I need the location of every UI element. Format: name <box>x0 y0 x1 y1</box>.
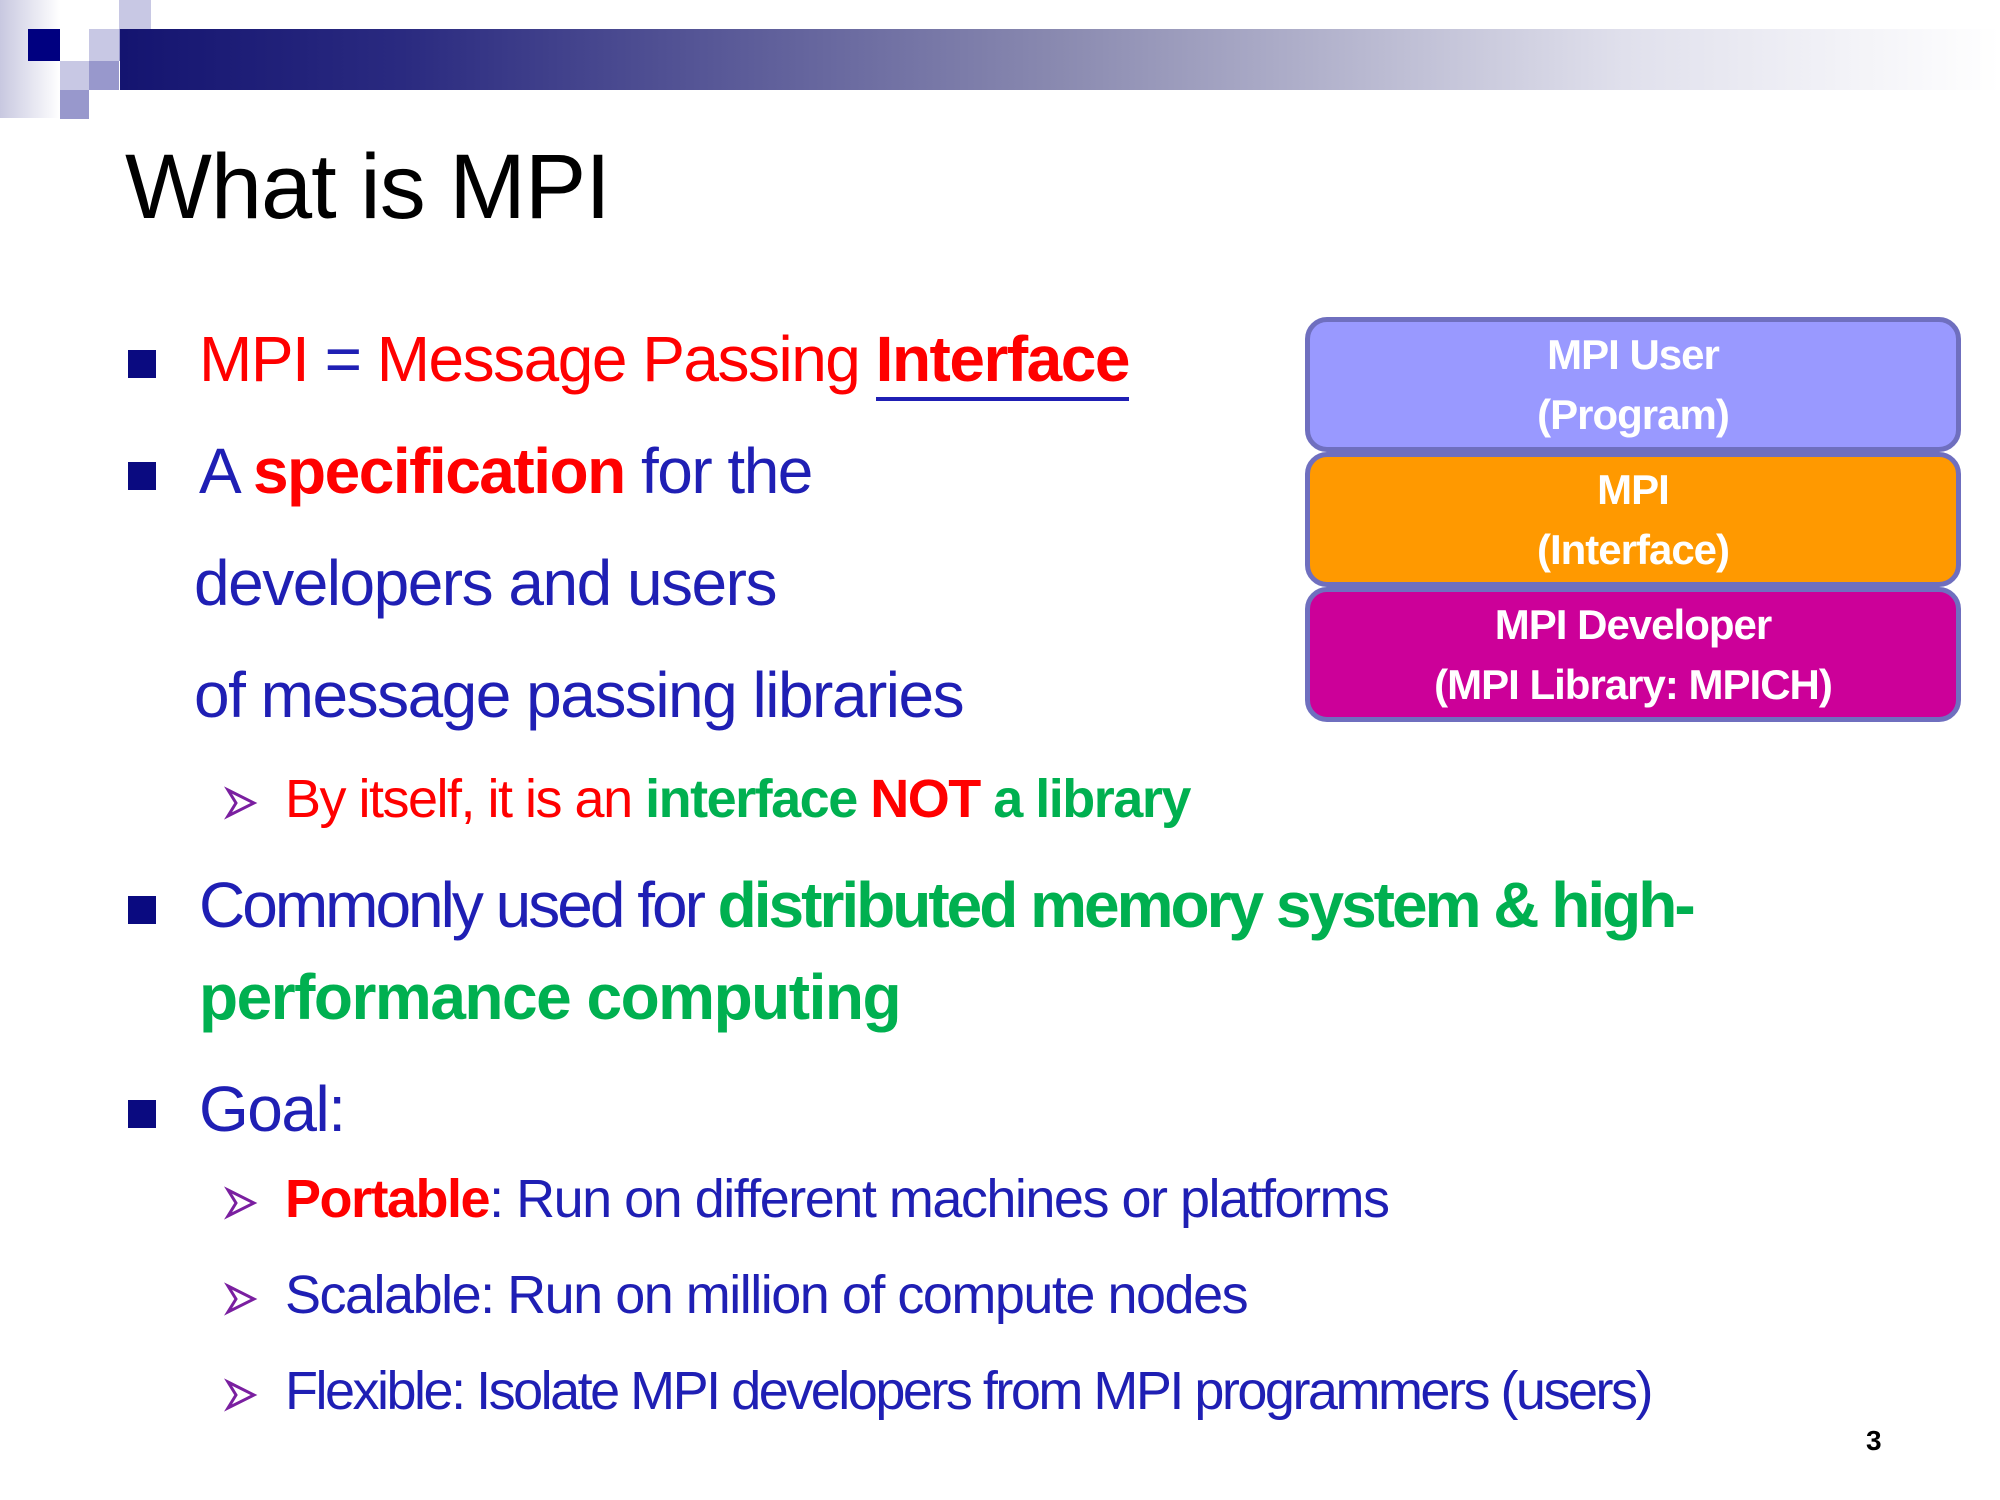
layer-title: MPI <box>1597 465 1670 513</box>
layer-mpi-user: MPI User (Program) <box>1305 317 1961 452</box>
page-number: 3 <box>1866 1425 1882 1456</box>
arrow-bullet-icon <box>224 1378 258 1412</box>
layer-title: MPI User <box>1547 330 1720 378</box>
bullet-square-icon <box>128 350 156 378</box>
bullet-specification: A specification for the <box>199 434 813 508</box>
text-commonly-used: Commonly used for <box>199 869 718 941</box>
layer-subtitle: (Interface) <box>1536 525 1730 573</box>
layer-subtitle: (MPI Library: MPICH) <box>1434 660 1833 708</box>
slide-title: What is MPI <box>125 136 611 238</box>
text-specification: specification <box>252 435 626 507</box>
text-message: Message <box>376 323 643 395</box>
arrow-bullet-icon <box>224 786 258 820</box>
layer-mpi-interface: MPI (Interface) <box>1305 452 1961 587</box>
bullet-specification-line2: developers and users <box>194 547 777 619</box>
bullet-goal: Goal: <box>199 1073 346 1145</box>
bullet-square-icon <box>128 1100 156 1128</box>
text-by-itself: By itself, it is an <box>285 769 646 829</box>
arrow-bullet-icon <box>224 1186 258 1220</box>
text-portable-desc: : Run on different machines or platforms <box>489 1169 1390 1229</box>
text-for-the: for the <box>624 435 813 507</box>
arrow-bullet-icon <box>224 1282 258 1316</box>
bullet-square-icon <box>128 462 156 490</box>
sub-bullet-interface-not-library: By itself, it is an interface NOT a libr… <box>285 768 1191 830</box>
text-portable: Portable <box>285 1169 491 1229</box>
layer-mpi-developer: MPI Developer (MPI Library: MPICH) <box>1305 587 1961 722</box>
bullet-mpi-definition: MPI = Message Passing Interface <box>199 322 1130 401</box>
layer-title: MPI Developer <box>1494 600 1772 648</box>
text-distributed-memory: distributed memory system & high- <box>717 869 1696 941</box>
text-equals: = <box>308 323 377 395</box>
bullet-commonly-used-line2: performance computing <box>199 961 902 1033</box>
goal-flexible: Flexible: Isolate MPI developers from MP… <box>285 1361 1653 1421</box>
text-interface: Interface <box>875 323 1130 401</box>
text-a-library: a library <box>979 769 1191 829</box>
bullet-commonly-used: Commonly used for distributed memory sys… <box>199 868 1696 942</box>
header-gradient-bar <box>120 29 2000 90</box>
bullet-square-icon <box>128 896 156 924</box>
text-interface: interface <box>645 769 871 829</box>
goal-scalable: Scalable: Run on million of compute node… <box>285 1265 1249 1325</box>
goal-portable: Portable: Run on different machines or p… <box>285 1168 1390 1230</box>
mpi-layer-diagram: MPI User (Program) MPI (Interface) MPI D… <box>1305 317 1961 722</box>
layer-subtitle: (Program) <box>1537 390 1730 438</box>
text-passing: Passing <box>642 323 876 395</box>
bullet-specification-line3: of message passing libraries <box>194 659 965 731</box>
text-a: A <box>199 435 253 507</box>
text-mpi: MPI <box>199 323 310 395</box>
text-not: NOT <box>870 769 981 829</box>
